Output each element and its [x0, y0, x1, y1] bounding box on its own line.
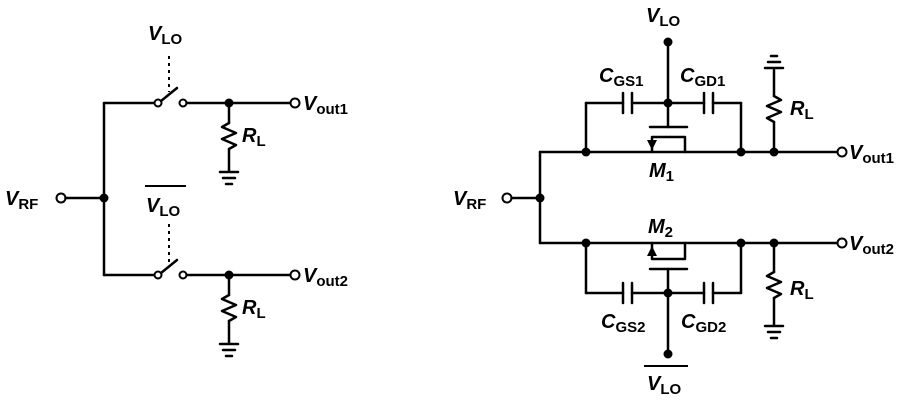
m2-source-arrow-icon	[647, 246, 657, 256]
rf-vout1-label: Vout1	[849, 142, 894, 167]
left-vout1-label: Vout1	[303, 93, 348, 118]
rf-vlo-top-label: VLO	[646, 5, 681, 30]
cgd1-label: CGD1	[680, 65, 725, 90]
switch1-blade	[159, 86, 179, 103]
rf-rl1-label: RL	[790, 98, 814, 123]
rf-vlo-top-node	[663, 37, 673, 47]
rf-rl2-label: RL	[790, 278, 814, 303]
cgd2-label: CGD2	[681, 311, 726, 336]
left-circuit: VLO VLO VRF Vout1 Vout2 RL RL	[5, 23, 348, 358]
left-vlo-bottom-label: VLO	[146, 195, 181, 220]
rf-rl1-resistor	[765, 94, 783, 124]
rf-vout1-terminal	[836, 146, 848, 158]
m1-source-arrow-icon	[647, 140, 657, 150]
switch2-contact-a	[153, 270, 163, 280]
cgs2-label: CGS2	[601, 311, 645, 336]
m2-label: M2	[648, 216, 673, 241]
left-vout2-label: Vout2	[303, 265, 348, 290]
rf-vrf-label: VRF	[453, 188, 486, 213]
rl2-resistor	[220, 293, 238, 323]
m1-transistor-body	[650, 135, 687, 154]
left-vrf-label: VRF	[5, 188, 38, 213]
right-circuit: VLO VLO VRF Vout1 Vout2 RL RL CGS1 CGD1 …	[453, 5, 894, 398]
left-vlo-top-label: VLO	[148, 23, 183, 48]
m2-transistor-body	[650, 241, 687, 261]
rl1-resistor	[220, 121, 238, 151]
vout2-terminal	[289, 269, 301, 281]
left-rl1-label: RL	[242, 125, 266, 150]
rf-rl2-resistor	[765, 270, 783, 300]
m1-label: M1	[649, 160, 674, 185]
rf-vout2-label: Vout2	[849, 233, 894, 258]
vrf-terminal	[55, 192, 67, 204]
switch2-blade	[159, 258, 179, 275]
left-rl2-label: RL	[242, 297, 266, 322]
switch1-contact-a	[153, 98, 163, 108]
cgs1-label: CGS1	[599, 65, 643, 90]
rf-vrf-terminal	[501, 192, 513, 204]
rf-vlo-bottom-label: VLO	[647, 373, 682, 398]
rf-vout2-terminal	[836, 237, 848, 249]
vout1-terminal	[289, 97, 301, 109]
rf-vlo-bottom-node	[663, 349, 673, 359]
